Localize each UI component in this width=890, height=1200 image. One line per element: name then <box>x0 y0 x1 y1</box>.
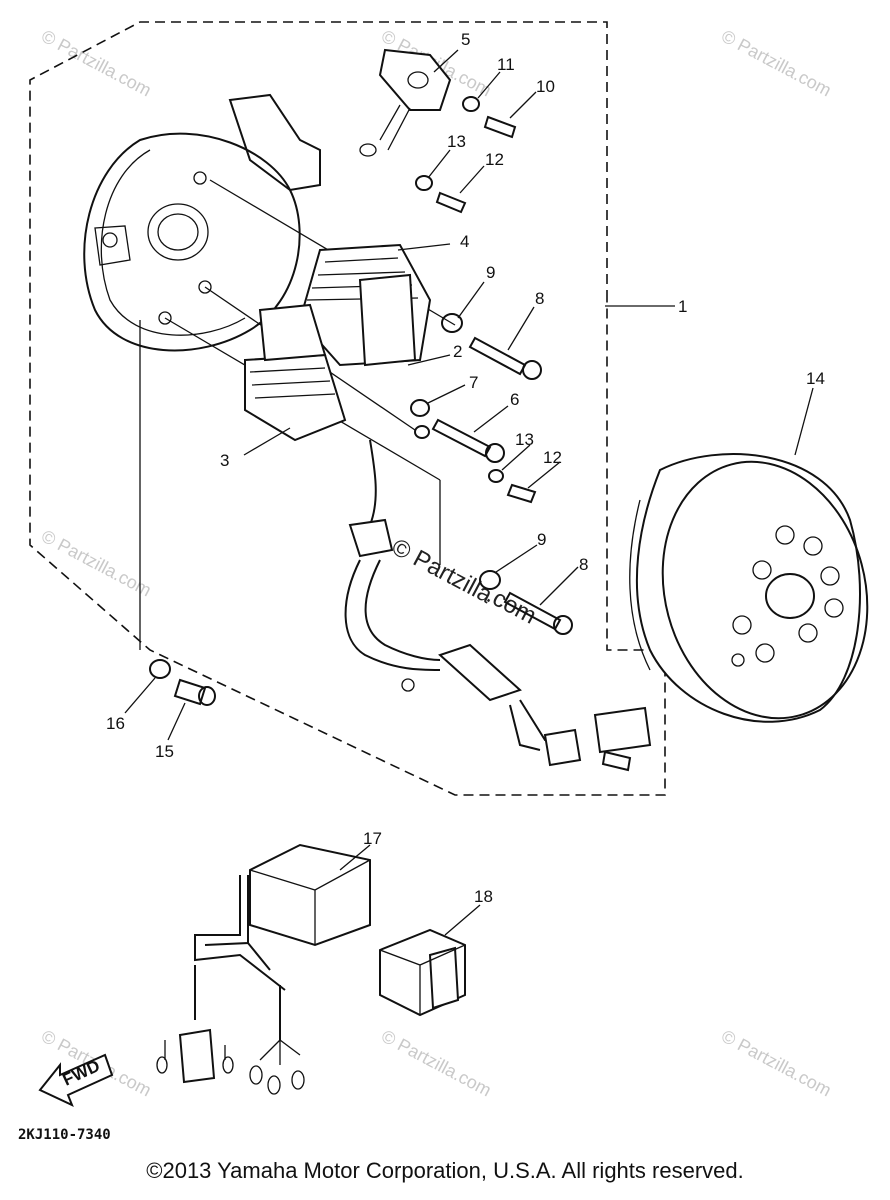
watermark: © Partzilla.com <box>718 1026 834 1101</box>
callout-8: 8 <box>535 289 544 308</box>
cdi-unit <box>156 843 371 1095</box>
callout-15: 15 <box>155 742 174 761</box>
callout-12: 12 <box>543 448 562 467</box>
pickup-coil-bracket <box>359 48 452 157</box>
callout-5: 5 <box>461 30 470 49</box>
stator-wiring-harness <box>344 439 652 772</box>
stator-base-plate <box>83 93 321 352</box>
callout-8: 8 <box>579 555 588 574</box>
callout-13: 13 <box>447 132 466 151</box>
callout-3: 3 <box>220 451 229 470</box>
callout-9: 9 <box>537 530 546 549</box>
callout-12: 12 <box>485 150 504 169</box>
cdi-rubber-holder <box>379 928 466 1017</box>
assembly-1-boundary <box>29 21 666 796</box>
callout-1: 1 <box>678 297 687 316</box>
callout-9: 9 <box>486 263 495 282</box>
drawing-code: 2KJ110-7340 <box>18 1127 111 1143</box>
leader-lines <box>124 49 814 936</box>
watermark: © Partzilla.com <box>38 26 154 101</box>
callout-7: 7 <box>469 373 478 392</box>
callout-13: 13 <box>515 430 534 449</box>
callout-18: 18 <box>474 887 493 906</box>
source-coil <box>244 303 347 442</box>
callout-numbers: 5 11 10 13 12 4 9 8 1 2 7 6 3 13 12 14 9… <box>106 30 825 906</box>
callout-6: 6 <box>510 390 519 409</box>
callout-10: 10 <box>536 77 555 96</box>
callout-14: 14 <box>806 369 825 388</box>
watermark: © Partzilla.com <box>38 526 154 601</box>
flywheel-rotor <box>629 453 869 723</box>
watermark: © Partzilla.com <box>718 26 834 101</box>
callout-2: 2 <box>453 342 462 361</box>
fasteners <box>149 96 573 706</box>
callout-11: 11 <box>497 55 515 74</box>
callout-17: 17 <box>363 829 382 848</box>
copyright-notice: ©2013 Yamaha Motor Corporation, U.S.A. A… <box>146 1158 744 1183</box>
watermark-center: © Partzilla <box>387 533 497 609</box>
watermark: © Partzilla.com <box>378 1026 494 1101</box>
callout-16: 16 <box>106 714 125 733</box>
callout-4: 4 <box>460 232 469 251</box>
